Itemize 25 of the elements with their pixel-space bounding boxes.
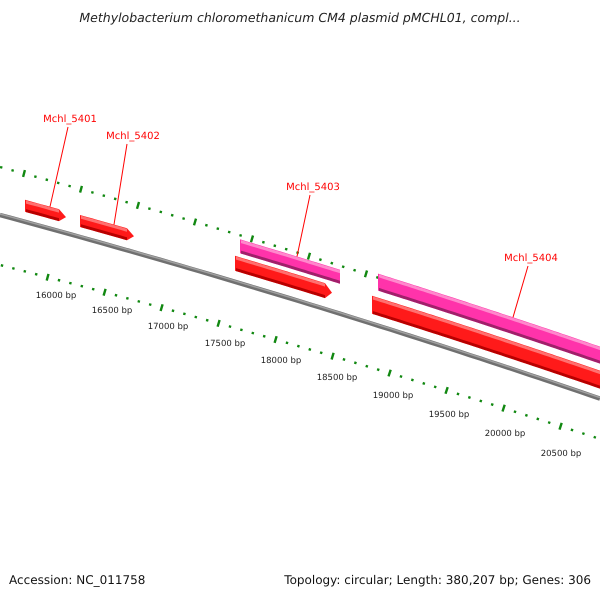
gene-label: Mchl_5404 xyxy=(504,253,558,265)
scale-label: 17000 bp xyxy=(148,322,188,332)
scale-label: 16000 bp xyxy=(36,290,76,302)
scale-label: 18000 bp xyxy=(260,356,302,366)
scale-label: 20000 bp xyxy=(484,428,526,440)
leader-line xyxy=(512,266,528,318)
scale-label: 19000 bp xyxy=(372,390,414,402)
leader-line xyxy=(50,126,68,208)
gene-arrow xyxy=(235,256,332,298)
gene-label: Mchl_5403 xyxy=(286,182,340,194)
gene-arrow xyxy=(25,200,66,222)
title: Methylobacterium chloromethanicum CM4 plasmid pMCHL01, compl... xyxy=(79,10,521,25)
gene-label: Mchl_5402 xyxy=(106,131,160,143)
summary-text: Topology: circular; Length: 380,207 bp; Genes: 306 xyxy=(284,573,591,588)
gene-arrow xyxy=(80,215,134,240)
gene-bar xyxy=(372,296,600,389)
leader-line xyxy=(114,144,128,226)
scale-label: 20500 bp xyxy=(540,448,582,460)
accession-text: Accession: NC_011758 xyxy=(9,573,146,588)
scale-label: 18500 bp xyxy=(316,372,358,384)
scale-label: 17500 bp xyxy=(204,338,246,350)
scale-label: 16500 bp xyxy=(92,306,132,316)
gene-label: Mchl_5401 xyxy=(43,114,97,126)
leader-line xyxy=(296,194,310,257)
scale-label: 19500 bp xyxy=(428,410,470,420)
